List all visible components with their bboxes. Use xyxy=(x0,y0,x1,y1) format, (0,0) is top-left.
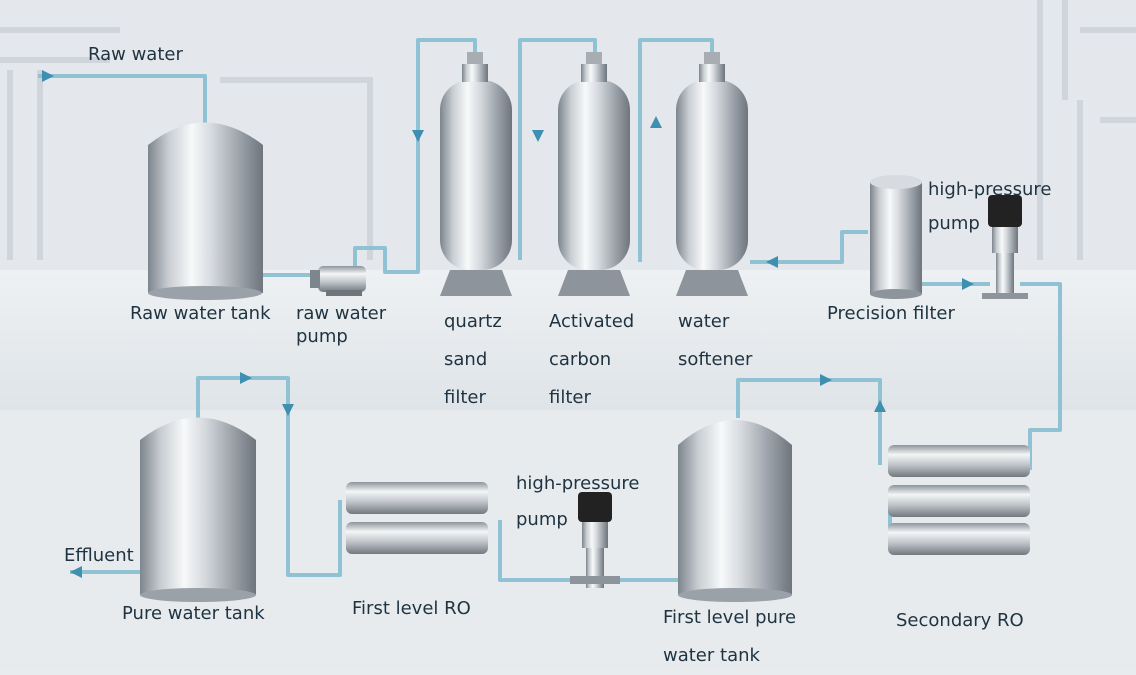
raw-water-pump xyxy=(310,266,366,296)
arrow-to-first-tank xyxy=(820,374,832,386)
precision-filter xyxy=(870,175,922,299)
pipe-pump-to-quartz xyxy=(353,38,477,274)
pipe-first-ro-to-pure-tank xyxy=(196,376,342,577)
label-first-level-ro: First level RO xyxy=(352,598,471,619)
water-softener xyxy=(676,52,748,296)
label-raw-water-tank: Raw water tank xyxy=(130,303,271,324)
pipe-raw-water-inlet xyxy=(38,74,207,140)
label-carbon-line2: carbon xyxy=(549,349,612,370)
label-water-softener: water softener xyxy=(678,303,752,379)
label-quartz-line3: filter xyxy=(444,387,486,408)
pure-water-tank xyxy=(140,417,256,602)
label-precision-filter: Precision filter xyxy=(827,303,955,324)
label-hpp-bottom-line1: high-pressure xyxy=(516,473,640,494)
label-first-tank-line1: First level pure xyxy=(663,607,797,628)
first-level-ro xyxy=(346,482,488,554)
pipe-secondary-ro-to-tank xyxy=(736,378,882,465)
label-hpp-bottom-line2: pump xyxy=(516,509,568,530)
label-raw-water-pump: raw water pump xyxy=(296,303,386,348)
quartz-sand-filter xyxy=(440,52,512,296)
arrow-pure-right xyxy=(240,372,252,384)
label-quartz-sand-filter: quartz sand filter xyxy=(444,303,502,417)
arrow-to-pump xyxy=(962,278,974,290)
arrow-quartz-down xyxy=(412,130,424,142)
background-pipes xyxy=(0,0,1136,260)
arrow-to-softener xyxy=(766,256,778,268)
label-high-pressure-pump-bottom: high-pressure pump xyxy=(516,466,640,538)
pipe-quartz-to-carbon xyxy=(518,38,597,260)
pipe-pump-to-first-ro xyxy=(498,520,570,582)
label-first-tank-line2: water tank xyxy=(663,645,760,666)
arrow-carbon-down xyxy=(532,130,544,142)
label-effluent: Effluent xyxy=(64,545,134,566)
label-hpp-top-line1: high-pressure xyxy=(928,179,1052,200)
label-hpp-top-line2: pump xyxy=(928,213,980,234)
activated-carbon-filter xyxy=(558,52,630,296)
raw-water-tank xyxy=(148,122,263,300)
flow-arrows xyxy=(42,70,974,578)
arrow-pure-down xyxy=(282,404,294,416)
pipe-pump-to-secondary-ro xyxy=(1020,282,1062,470)
label-softener-line2: softener xyxy=(678,349,753,370)
high-pressure-pump-top xyxy=(982,195,1028,299)
high-pressure-pump-bottom xyxy=(570,492,620,588)
label-softener-line1: water xyxy=(678,311,730,332)
arrow-effluent xyxy=(70,566,82,578)
label-activated-carbon-filter: Activated carbon filter xyxy=(549,303,634,417)
label-carbon-line1: Activated xyxy=(549,311,635,332)
label-first-level-pure-water-tank: First level pure water tank xyxy=(663,599,796,675)
label-raw-water-pump-line2: pump xyxy=(296,325,348,347)
arrow-softener-up xyxy=(650,116,662,128)
pipe-precision-to-softener xyxy=(750,230,868,264)
label-quartz-line1: quartz xyxy=(444,311,502,332)
label-quartz-line2: sand xyxy=(444,349,488,370)
label-high-pressure-pump-top: high-pressure pump xyxy=(928,173,1052,241)
label-secondary-ro: Secondary RO xyxy=(896,610,1024,631)
secondary-ro xyxy=(888,445,1030,555)
first-level-pure-water-tank xyxy=(678,420,792,602)
label-raw-water: Raw water xyxy=(88,44,183,65)
pipe-carbon-to-softener xyxy=(638,38,714,262)
label-carbon-line3: filter xyxy=(549,387,591,408)
arrow-raw-inlet xyxy=(42,70,54,82)
label-pure-water-tank: Pure water tank xyxy=(122,603,265,624)
label-raw-water-pump-line1: raw water xyxy=(296,303,387,324)
arrow-secondary-up xyxy=(874,400,886,412)
